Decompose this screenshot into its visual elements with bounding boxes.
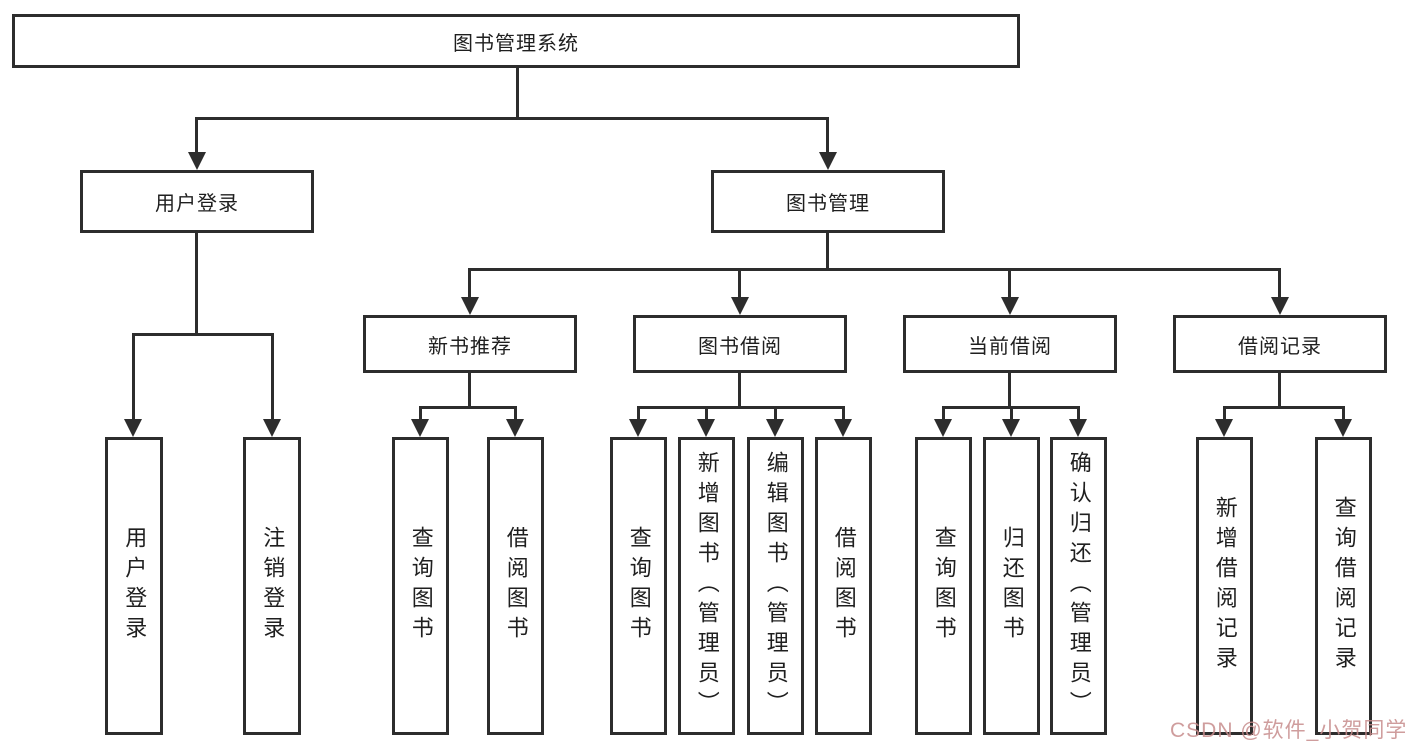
arrowhead-down-icon bbox=[263, 419, 281, 437]
arrowhead-down-icon bbox=[411, 419, 429, 437]
leaf-borrow-books-recommend-label: 借阅图书 bbox=[503, 526, 529, 646]
leaf-logout-label: 注销登录 bbox=[260, 526, 286, 646]
connector-level3-drop bbox=[468, 268, 471, 297]
connector-leaf-drop bbox=[132, 333, 135, 419]
connector-hbar bbox=[637, 406, 845, 409]
leaf-logout: 注销登录 bbox=[243, 437, 301, 735]
connector-leaf-drop bbox=[271, 333, 274, 419]
node-new-book-recommend: 新书推荐 bbox=[363, 315, 577, 373]
arrowhead-down-icon bbox=[1215, 419, 1233, 437]
arrowhead-down-icon bbox=[819, 152, 837, 170]
connector-book-mgmt-drop bbox=[826, 117, 829, 152]
leaf-user-login-label: 用户登录 bbox=[122, 526, 148, 646]
arrowhead-down-icon bbox=[1334, 419, 1352, 437]
arrowhead-down-icon bbox=[1271, 297, 1289, 315]
node-borrowing-records-label: 借阅记录 bbox=[1238, 335, 1322, 358]
arrowhead-down-icon bbox=[731, 297, 749, 315]
connector-leaf-drop bbox=[842, 406, 845, 419]
node-current-borrowing: 当前借阅 bbox=[903, 315, 1117, 373]
arrowhead-down-icon bbox=[934, 419, 952, 437]
connector-stem bbox=[738, 373, 741, 408]
watermark: CSDN @软件_小贺同学 bbox=[1170, 719, 1405, 742]
connector-leaf-drop bbox=[705, 406, 708, 419]
leaf-edit-book-admin-label: 编辑图书（管理员） bbox=[763, 451, 789, 721]
leaf-query-books-recommend-label: 查询图书 bbox=[408, 526, 434, 646]
node-book-borrowing: 图书借阅 bbox=[633, 315, 847, 373]
leaf-add-borrow-record-label: 新增借阅记录 bbox=[1212, 496, 1238, 676]
connector-leaf-drop bbox=[637, 406, 640, 419]
connector-level3-drop bbox=[1008, 268, 1011, 297]
node-book-management-label: 图书管理 bbox=[786, 193, 870, 215]
arrowhead-down-icon bbox=[766, 419, 784, 437]
connector-user-login-hbar bbox=[132, 333, 274, 336]
connector-leaf-drop bbox=[1342, 406, 1345, 419]
connector-level3-drop bbox=[738, 268, 741, 297]
arrowhead-down-icon bbox=[1069, 419, 1087, 437]
connector-leaf-drop bbox=[1077, 406, 1080, 419]
node-library-system: 图书管理系统 bbox=[12, 14, 1020, 68]
leaf-query-borrow-record: 查询借阅记录 bbox=[1315, 437, 1372, 735]
connector-level3-drop bbox=[1278, 268, 1281, 297]
arrowhead-down-icon bbox=[506, 419, 524, 437]
node-book-management: 图书管理 bbox=[711, 170, 945, 233]
node-current-borrowing-label: 当前借阅 bbox=[968, 335, 1052, 358]
connector-book-mgmt-hbar bbox=[468, 268, 1281, 271]
leaf-query-books-recommend: 查询图书 bbox=[392, 437, 449, 735]
leaf-edit-book-admin: 编辑图书（管理员） bbox=[747, 437, 804, 735]
leaf-query-books-current-label: 查询图书 bbox=[931, 526, 957, 646]
node-book-borrowing-label: 图书借阅 bbox=[698, 335, 782, 358]
leaf-query-books-current: 查询图书 bbox=[915, 437, 972, 735]
arrowhead-down-icon bbox=[1001, 297, 1019, 315]
connector-root-hbar bbox=[195, 117, 829, 120]
connector-stem bbox=[468, 373, 471, 408]
node-new-book-recommend-label: 新书推荐 bbox=[428, 335, 512, 358]
leaf-query-books-borrowing-label: 查询图书 bbox=[626, 526, 652, 646]
connector-leaf-drop bbox=[419, 406, 422, 419]
arrowhead-down-icon bbox=[124, 419, 142, 437]
leaf-query-books-borrowing: 查询图书 bbox=[610, 437, 667, 735]
arrowhead-down-icon bbox=[834, 419, 852, 437]
leaf-return-book-label: 归还图书 bbox=[999, 526, 1025, 646]
leaf-confirm-return-admin: 确认归还（管理员） bbox=[1050, 437, 1107, 735]
connector-leaf-drop bbox=[514, 406, 517, 419]
arrowhead-down-icon bbox=[188, 152, 206, 170]
connector-leaf-drop bbox=[1010, 406, 1013, 419]
arrowhead-down-icon bbox=[697, 419, 715, 437]
leaf-borrow-books-borrowing-label: 借阅图书 bbox=[831, 526, 857, 646]
leaf-query-borrow-record-label: 查询借阅记录 bbox=[1331, 496, 1357, 676]
connector-user-login-stem bbox=[195, 233, 198, 335]
node-library-system-label: 图书管理系统 bbox=[453, 32, 579, 55]
connector-root-stem bbox=[516, 68, 519, 118]
connector-stem bbox=[1278, 373, 1281, 408]
leaf-return-book: 归还图书 bbox=[983, 437, 1040, 735]
connector-book-mgmt-stem bbox=[826, 233, 829, 270]
leaf-borrow-books-recommend: 借阅图书 bbox=[487, 437, 544, 735]
leaf-add-book-admin-label: 新增图书（管理员） bbox=[694, 451, 720, 721]
leaf-borrow-books-borrowing: 借阅图书 bbox=[815, 437, 872, 735]
arrowhead-down-icon bbox=[629, 419, 647, 437]
connector-stem bbox=[1008, 373, 1011, 408]
leaf-add-borrow-record: 新增借阅记录 bbox=[1196, 437, 1253, 735]
leaf-user-login: 用户登录 bbox=[105, 437, 163, 735]
node-user-login: 用户登录 bbox=[80, 170, 314, 233]
leaf-confirm-return-admin-label: 确认归还（管理员） bbox=[1066, 451, 1092, 721]
connector-leaf-drop bbox=[1223, 406, 1226, 419]
connector-leaf-drop bbox=[774, 406, 777, 419]
node-borrowing-records: 借阅记录 bbox=[1173, 315, 1387, 373]
arrowhead-down-icon bbox=[461, 297, 479, 315]
leaf-add-book-admin: 新增图书（管理员） bbox=[678, 437, 735, 735]
node-user-login-label: 用户登录 bbox=[155, 193, 239, 215]
arrowhead-down-icon bbox=[1002, 419, 1020, 437]
connector-hbar bbox=[419, 406, 517, 409]
connector-user-login-drop bbox=[195, 117, 198, 152]
connector-leaf-drop bbox=[942, 406, 945, 419]
connector-hbar bbox=[1223, 406, 1345, 409]
